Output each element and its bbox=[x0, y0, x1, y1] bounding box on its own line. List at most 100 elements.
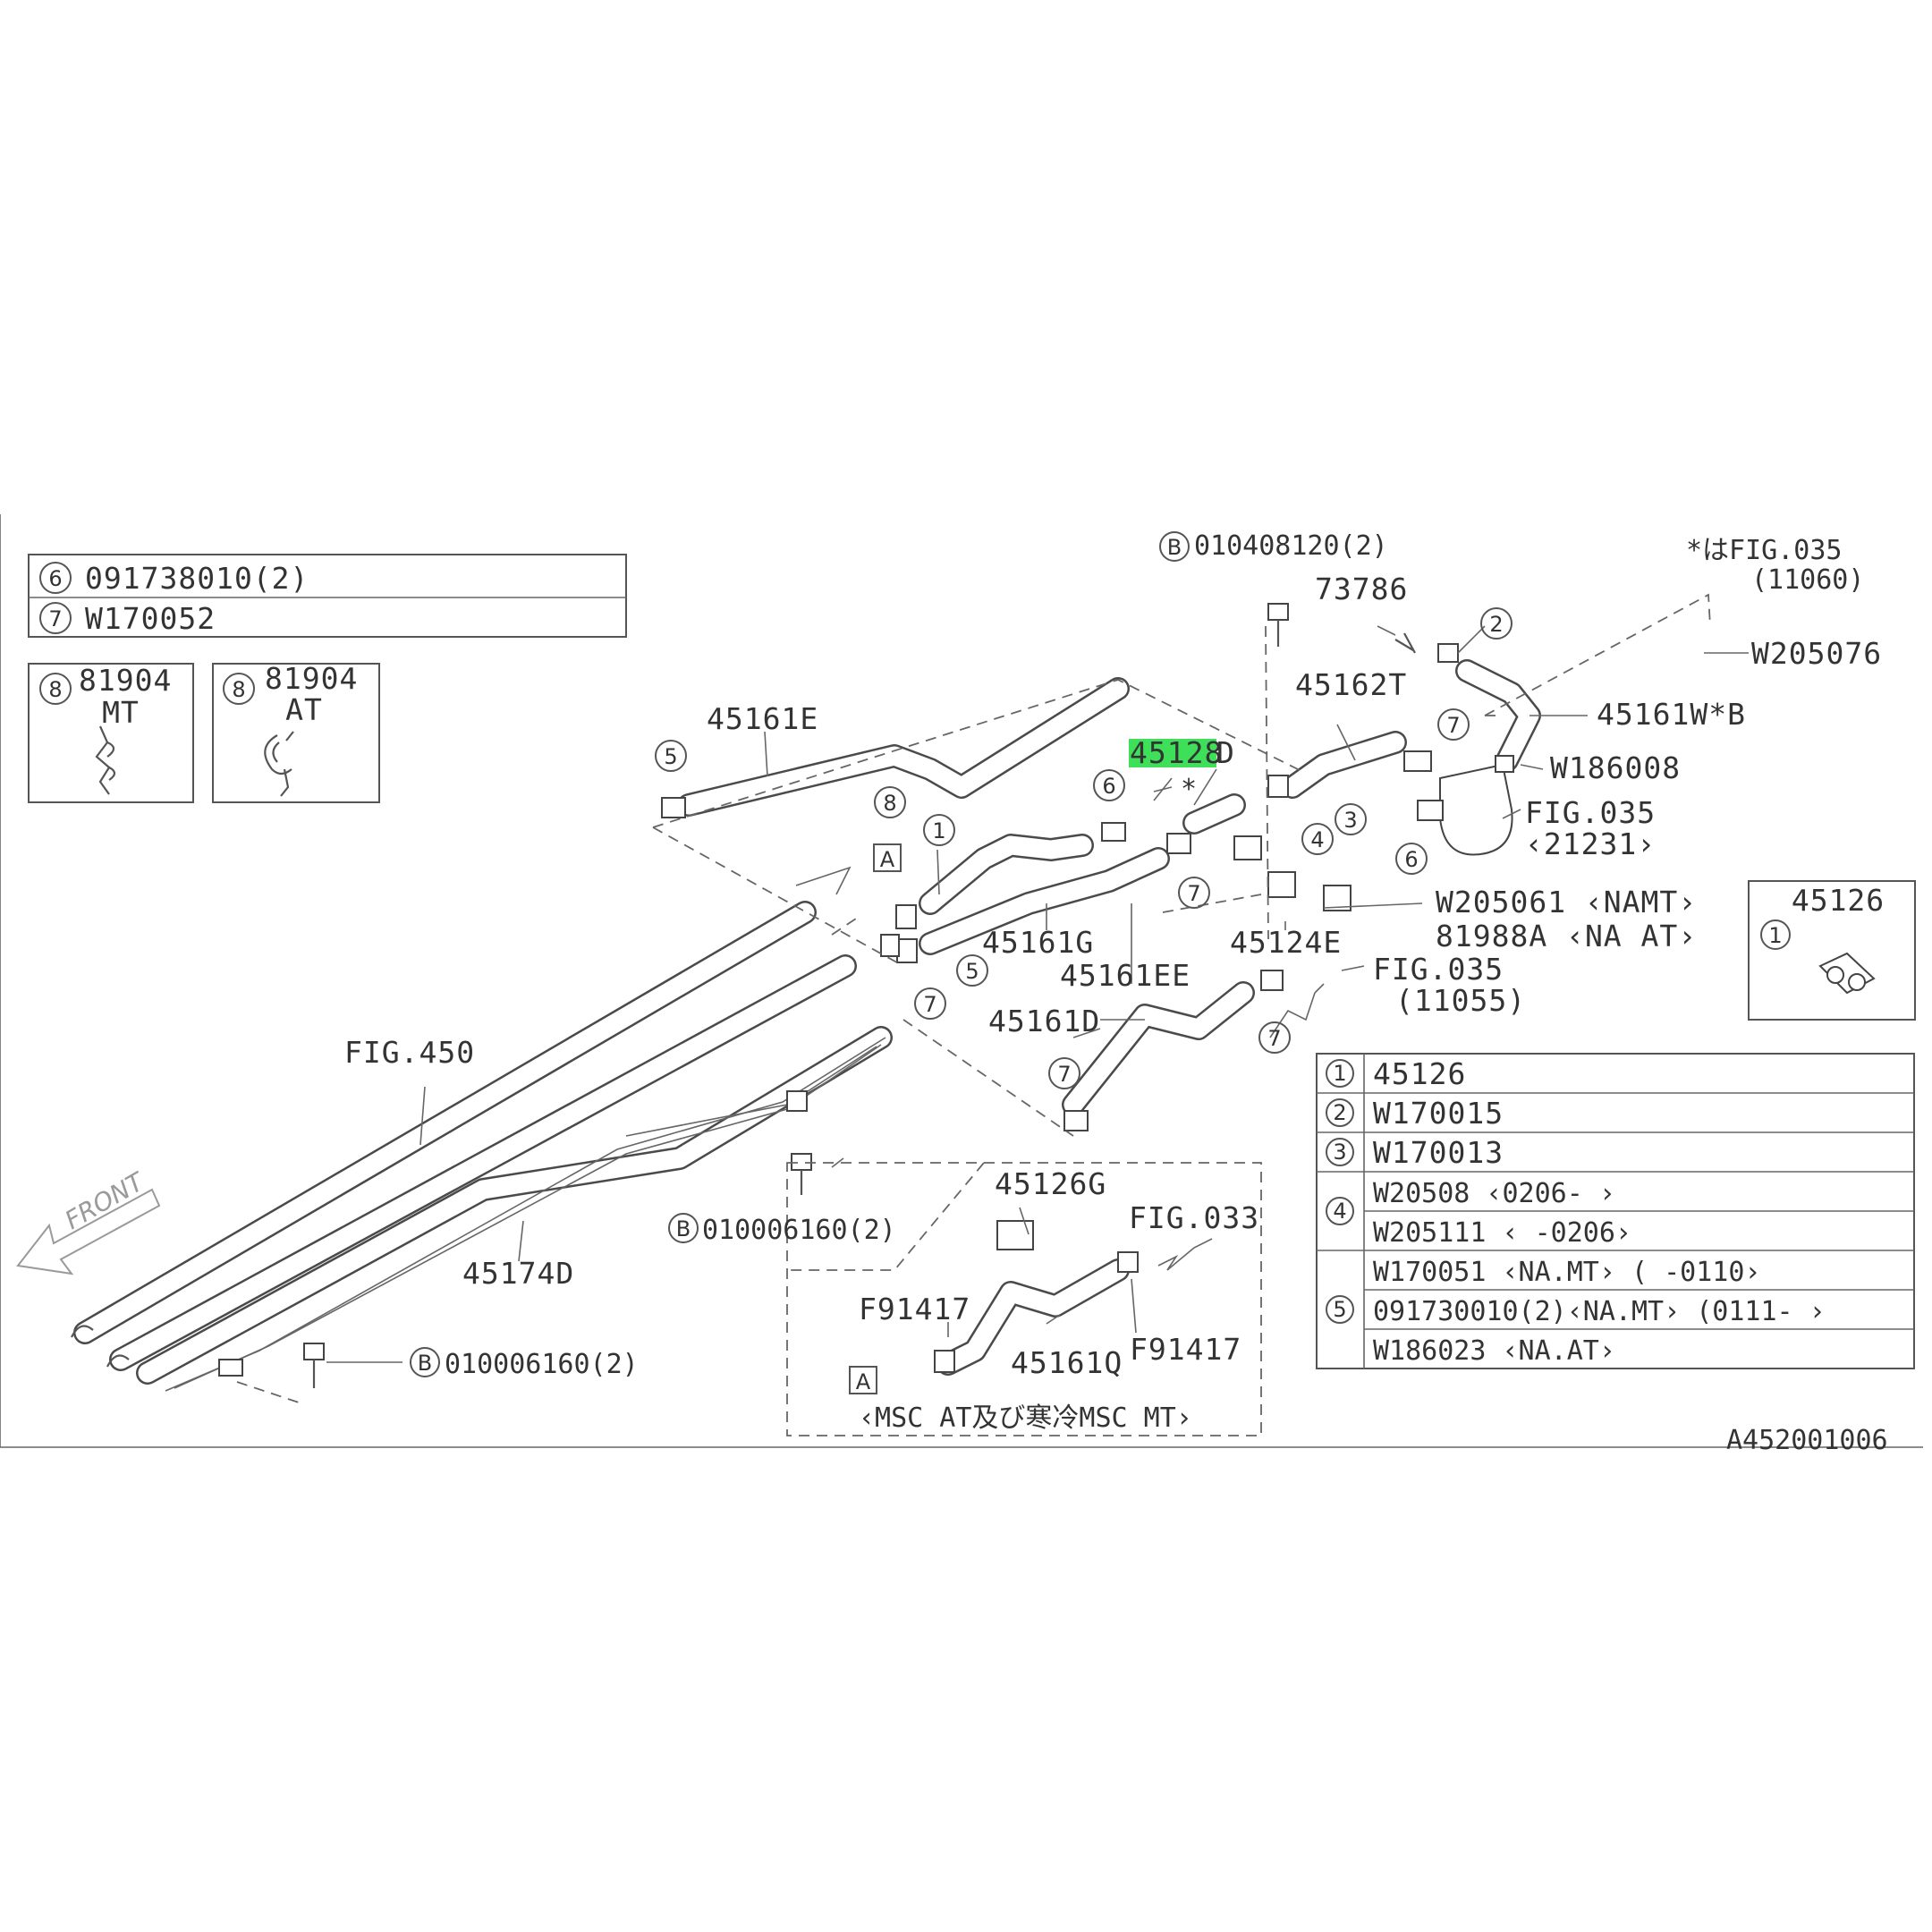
fig450-label: FIG.450 bbox=[344, 1035, 475, 1070]
legend-num: 6 bbox=[48, 566, 62, 591]
legend-text: 091730010(2)‹NA.MT› (0111- › bbox=[1373, 1296, 1826, 1327]
legend-text: W170015 bbox=[1373, 1096, 1504, 1131]
legend-num-circle bbox=[1326, 1197, 1354, 1225]
legend-num: 4 bbox=[1333, 1199, 1346, 1224]
legend-text: 45126 bbox=[1373, 1056, 1466, 1091]
marker-3: 3 bbox=[1343, 808, 1357, 833]
msc-inset-box bbox=[786, 1162, 1262, 1436]
star-mark: * bbox=[1181, 774, 1197, 805]
leader-lines bbox=[326, 625, 1749, 1363]
legend-part: W170052 bbox=[85, 601, 216, 636]
part-45161ee-label: 45161EE bbox=[1060, 958, 1191, 993]
bolt-mid-label: 010006160(2) bbox=[702, 1215, 896, 1246]
num-markers: 5 8 1 6 7 5 7 7 7 3 4 6 7 2 bbox=[655, 607, 1513, 1089]
w205061-label: W205061 ‹NAMT› bbox=[1436, 885, 1697, 919]
clip-variant: AT bbox=[285, 692, 323, 727]
legend-num: 3 bbox=[1333, 1140, 1346, 1165]
marker-6: 6 bbox=[1404, 847, 1418, 872]
marker-7: 7 bbox=[1187, 881, 1200, 906]
legend-num: 5 bbox=[1333, 1297, 1346, 1322]
fig035-note: *はFIG.035 bbox=[1686, 535, 1843, 566]
part-45128-label: 45128 bbox=[1130, 735, 1223, 770]
b-mark-circle bbox=[410, 1347, 440, 1377]
legend-part: 091738010(2) bbox=[85, 561, 309, 596]
legend-text: W170013 bbox=[1373, 1135, 1504, 1170]
clamp-part: 45126 bbox=[1792, 883, 1885, 918]
fig035-b-sub: (11055) bbox=[1395, 983, 1526, 1018]
legend-num-circle bbox=[1326, 1098, 1354, 1127]
marker-8: 8 bbox=[883, 791, 896, 816]
legend-text: W20508 ‹0206- › bbox=[1373, 1178, 1615, 1209]
callout-labels: B 010408120(2) 73786 *はFIG.035 (11060) W… bbox=[344, 530, 1888, 1456]
clip-num-circle bbox=[39, 673, 72, 705]
front-arrow: FRONT bbox=[16, 1166, 161, 1275]
marker-7: 7 bbox=[1057, 1062, 1071, 1087]
clamp-num-circle bbox=[1760, 919, 1791, 950]
legend-num-circle bbox=[1326, 1059, 1354, 1088]
clamp-box-frame bbox=[1748, 880, 1916, 1021]
legend-num: 1 bbox=[1333, 1061, 1346, 1086]
reservoir bbox=[1439, 763, 1513, 856]
legend-num: 7 bbox=[48, 606, 62, 631]
legend-top: 6 091738010(2) 7 W170052 bbox=[28, 554, 627, 638]
part-45162t-label: 45162T bbox=[1295, 667, 1407, 702]
highlight-45128 bbox=[1129, 739, 1216, 767]
marker-2: 2 bbox=[1489, 612, 1503, 637]
marker-1: 1 bbox=[932, 818, 945, 843]
part-45161g-label: 45161G bbox=[982, 925, 1094, 960]
fig033-label: FIG.033 bbox=[1129, 1200, 1259, 1235]
legend-num-circle bbox=[1326, 1295, 1354, 1324]
fig035-a-sub: ‹21231› bbox=[1525, 826, 1656, 861]
clip-num: 8 bbox=[232, 677, 245, 702]
legend-num-circle bbox=[39, 602, 72, 634]
legend-num: 2 bbox=[1333, 1100, 1346, 1125]
marker-5: 5 bbox=[965, 959, 979, 984]
marker-4: 4 bbox=[1310, 827, 1324, 852]
b-mark: B bbox=[418, 1351, 432, 1376]
b-mark: B bbox=[676, 1216, 691, 1241]
part-45161w-label: 45161W*B bbox=[1597, 697, 1746, 732]
clamp-num: 1 bbox=[1768, 923, 1782, 948]
clip-at-icon bbox=[264, 731, 294, 797]
f91417-left-label: F91417 bbox=[859, 1292, 970, 1326]
bolt-low-label: 010006160(2) bbox=[445, 1349, 639, 1380]
f91417-right-label: F91417 bbox=[1130, 1332, 1241, 1367]
fig035-note-2: (11060) bbox=[1751, 564, 1864, 596]
clip-box-at: 8 81904 AT bbox=[212, 661, 380, 803]
part-73786-label: 73786 bbox=[1315, 572, 1408, 606]
msc-hose bbox=[936, 1258, 1130, 1376]
marker-7: 7 bbox=[1446, 713, 1460, 738]
part-45124e-label: 45124E bbox=[1230, 925, 1342, 960]
part-45128-suffix: D bbox=[1216, 735, 1235, 770]
front-label: FRONT bbox=[60, 1166, 150, 1235]
clamp-45126-icon bbox=[1818, 952, 1876, 995]
part-81988a-label: 81988A ‹NA AT› bbox=[1436, 919, 1697, 953]
clip-box-mt: 8 81904 MT bbox=[28, 663, 194, 803]
marker-7: 7 bbox=[923, 992, 936, 1017]
dashed-leaders bbox=[236, 593, 1711, 1436]
mark-a: A bbox=[856, 1369, 871, 1394]
legend-text: W205111 ‹ -0206› bbox=[1373, 1217, 1631, 1249]
fig035-b-label: FIG.035 bbox=[1373, 952, 1504, 987]
clip-variant: MT bbox=[102, 695, 140, 730]
part-45174d-label: 45174D bbox=[462, 1256, 574, 1291]
w205076-label: W205076 bbox=[1751, 636, 1882, 671]
clamp-box: 45126 1 bbox=[1748, 880, 1916, 1021]
figure-id: A452001006 bbox=[1726, 1425, 1888, 1456]
clip-box-frame bbox=[212, 663, 380, 803]
part-45161d-label: 45161D bbox=[988, 1004, 1100, 1038]
b-mark: B bbox=[1167, 535, 1182, 560]
mark-a-box bbox=[849, 1366, 877, 1394]
marker-5: 5 bbox=[664, 744, 677, 769]
bolt-top-label: 010408120(2) bbox=[1194, 530, 1388, 562]
msc-note: ‹MSC AT及び寒冷MSC MT› bbox=[859, 1402, 1192, 1434]
legend-top-box bbox=[28, 554, 627, 638]
mark-a: A bbox=[880, 847, 895, 872]
w186008-label: W186008 bbox=[1550, 750, 1681, 785]
part-45161q-label: 45161Q bbox=[1011, 1345, 1123, 1380]
legend-right: 1 45126 2 W170015 3 W170013 4 W20508 ‹02… bbox=[1316, 1053, 1915, 1369]
clip-box-frame bbox=[28, 663, 194, 803]
marker-7: 7 bbox=[1267, 1026, 1281, 1051]
